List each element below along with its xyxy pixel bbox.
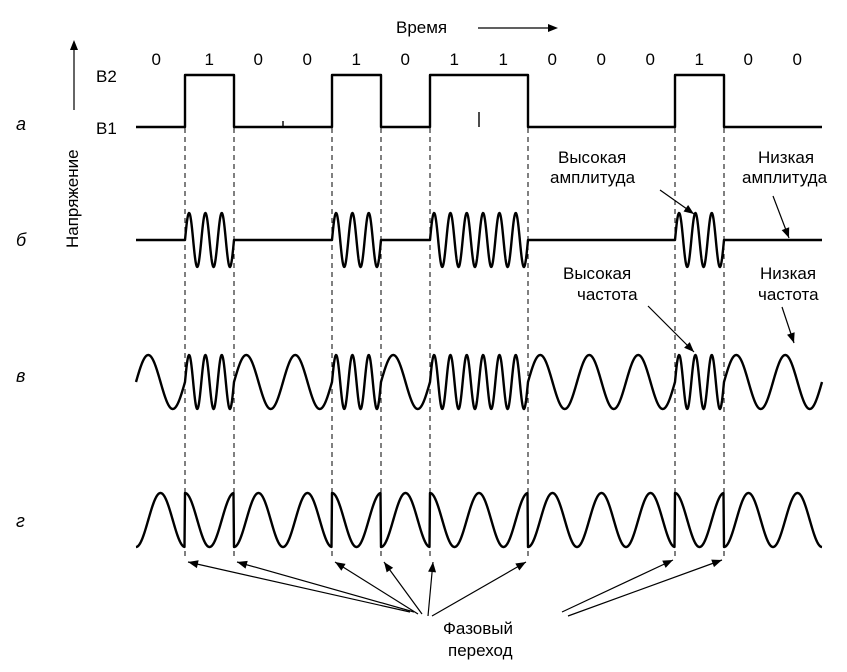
voltage-arrow (70, 40, 78, 110)
bit-label: 0 (254, 50, 263, 69)
row-label-d: г (16, 511, 25, 531)
annotation-arrow (427, 561, 437, 617)
high-frequency-label-line2: частота (577, 285, 638, 304)
low-frequency-label-line2: частота (758, 285, 819, 304)
bit-labels: 0 1 0 0 1 0 1 1 0 0 0 1 0 0 (152, 50, 802, 69)
bit-label: 0 (152, 50, 161, 69)
bit-label: 0 (646, 50, 655, 69)
bit-label: 0 (548, 50, 557, 69)
annotation-arrow (187, 560, 411, 613)
level-high-label: В2 (96, 67, 117, 86)
time-axis-label: Время (396, 18, 447, 37)
bit-label: 0 (793, 50, 802, 69)
high-amplitude-label-line1: Высокая (558, 148, 626, 167)
bit-label: 0 (597, 50, 606, 69)
time-arrow (478, 24, 558, 32)
voltage-axis-label: Напряжение (63, 149, 82, 248)
annotation-arrow (659, 189, 695, 215)
bit-label: 1 (695, 50, 704, 69)
bit-label: 0 (744, 50, 753, 69)
low-frequency-label-line1: Низкая (760, 264, 816, 283)
digital-signal (136, 73, 822, 129)
annotation-arrow (236, 560, 415, 613)
bit-label: 1 (499, 50, 508, 69)
annotation-arrow (431, 561, 527, 617)
annotation-arrows (187, 189, 795, 617)
level-low-label: В1 (96, 119, 117, 138)
high-frequency-label-line1: Высокая (563, 264, 631, 283)
high-amplitude-label-line2: амплитуда (550, 168, 636, 187)
annotation-arrow (772, 195, 790, 239)
low-amplitude-label-line1: Низкая (758, 148, 814, 167)
low-amplitude-label-line2: амплитуда (742, 168, 828, 187)
annotation-arrow (561, 559, 674, 613)
bit-label: 1 (352, 50, 361, 69)
bit-label: 1 (205, 50, 214, 69)
annotation-arrow (334, 561, 419, 615)
transition-guides (184, 128, 725, 560)
phase-modulated-signal (135, 491, 823, 549)
row-label-b: б (16, 230, 27, 250)
bit-label: 1 (450, 50, 459, 69)
phase-shift-label-line1: Фазовый (443, 619, 513, 638)
amplitude-modulated-signal (135, 211, 823, 269)
frequency-modulated-signal (134, 353, 824, 411)
bit-label: 0 (401, 50, 410, 69)
annotation-arrow (781, 306, 795, 344)
bit-ticks (282, 112, 480, 127)
annotation-arrow (567, 559, 723, 617)
annotation-arrow (647, 305, 695, 353)
annotation-arrow (383, 561, 423, 615)
row-label-a: а (16, 114, 26, 134)
phase-shift-label-line2: переход (448, 641, 513, 660)
bit-label: 0 (303, 50, 312, 69)
row-label-c: в (16, 366, 25, 386)
